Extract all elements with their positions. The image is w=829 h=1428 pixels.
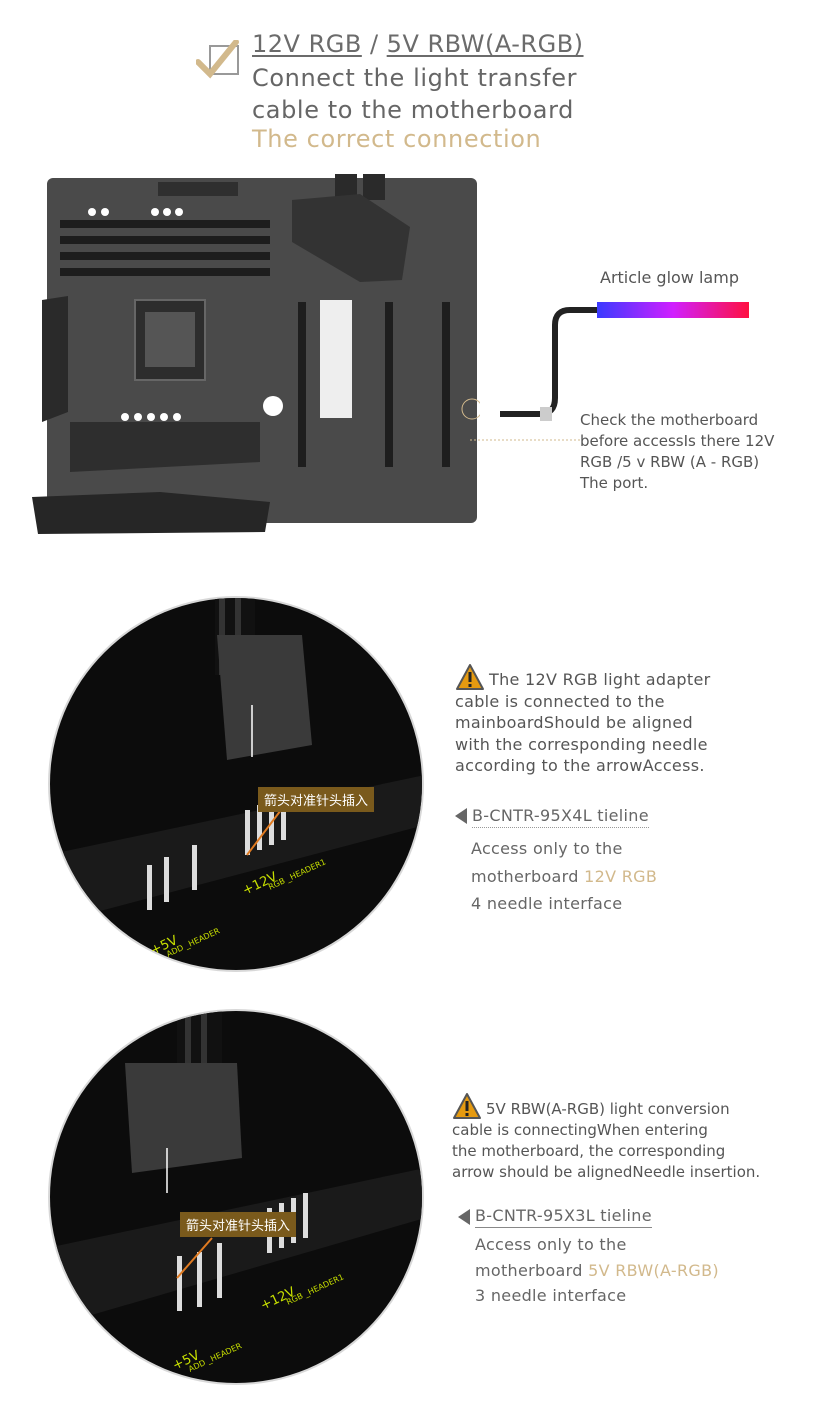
checkmark-icon (196, 40, 239, 79)
warning-icon-2 (453, 1093, 481, 1119)
silkscreen-rgb-header-2: +12V RGB _HEADER1 (258, 1272, 345, 1313)
tieline-3l-label: B-CNTR-95X3L tieline (475, 1206, 652, 1228)
glow-lamp-label: Article glow lamp (600, 268, 739, 287)
header-5v-link: 5V RBW(A-RGB) (386, 30, 584, 58)
closeup-5v-header-image (48, 1009, 424, 1385)
access-12v-text: Access only to the motherboard 12V RGB 4… (471, 839, 658, 913)
tieline-4l-label: B-CNTR-95X4L tieline (472, 806, 649, 828)
arrow-align-label-2: 箭头对准针头插入 (180, 1212, 297, 1237)
arrow-align-label: 箭头对准针头插入 (258, 787, 375, 812)
tag-pointer-icon (455, 808, 467, 824)
silkscreen-add-header-2: +5V ADD _HEADER (170, 1341, 243, 1374)
silkscreen-add-header: +5V ADD _HEADER (148, 926, 221, 959)
warning-12v-text: The 12V RGB light adapter cable is conne… (455, 670, 711, 775)
header-title: 12V RGB / 5V RBW(A-RGB) (252, 30, 584, 58)
warning-5v-text: 5V RBW(A-RGB) light conversion cable is … (452, 1100, 761, 1181)
svg-text:RGB _HEADER1: RGB _HEADER1 (285, 1272, 345, 1306)
header-correct-connection: The correct connection (252, 125, 542, 153)
header-subtitle: Connect the light transfer cable to the … (252, 64, 578, 124)
svg-text:RGB _HEADER1: RGB _HEADER1 (267, 857, 327, 891)
warning-icon (456, 664, 484, 690)
header-12v-link: 12V RGB (252, 30, 362, 58)
glow-lamp-cable (470, 302, 749, 441)
access-5v-text: Access only to the motherboard 5V RBW(A-… (475, 1235, 719, 1305)
check-motherboard-note: Check the motherboard before accessIs th… (580, 411, 775, 492)
silkscreen-rgb-header: +12V RGB _HEADER1 (240, 857, 327, 898)
tag-pointer-icon-2 (458, 1209, 470, 1225)
motherboard-image (32, 174, 480, 534)
closeup-12v-header-image (48, 596, 424, 972)
